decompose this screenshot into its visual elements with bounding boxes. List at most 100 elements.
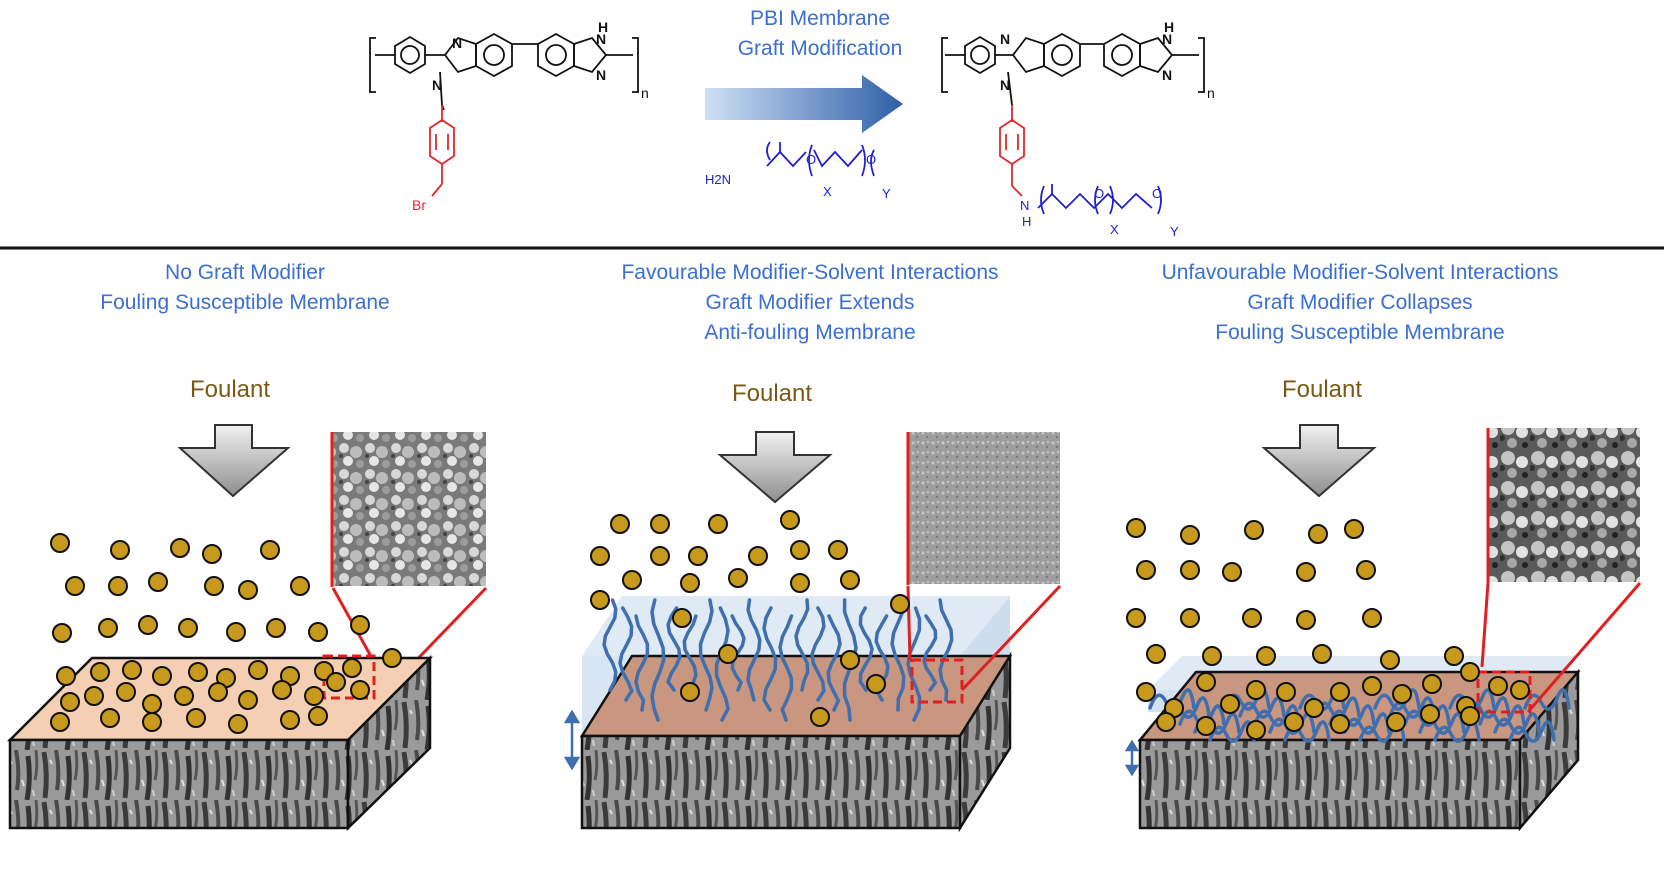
panel-3-particle — [1196, 716, 1216, 736]
panel-2-particle — [728, 568, 748, 588]
panel-1-particle — [350, 680, 370, 700]
chem-h-label-3: H — [1022, 214, 1031, 229]
chem-br-label: Br — [412, 197, 426, 213]
panel-3-particle — [1126, 608, 1146, 628]
panel-2-polymer-chain — [618, 606, 634, 702]
panel-1-particle — [174, 686, 194, 706]
panel-3-particle — [1180, 608, 1200, 628]
chem-n-label-5: N — [1000, 31, 1010, 47]
panel-2-caption-line-2: Graft Modifier Extends — [705, 291, 915, 314]
panel-3-polymer-chain — [1373, 688, 1421, 711]
panel-1-particle — [138, 615, 158, 635]
panel-3-caption-line-1: Unfavourable Modifier-Solvent Interactio… — [1161, 261, 1559, 284]
panel-2-particle — [810, 707, 830, 727]
pbi-monomer-left — [369, 32, 639, 111]
panel-2-particle — [840, 570, 860, 590]
panel-1-particle — [208, 682, 228, 702]
panel-2-particle — [828, 540, 848, 560]
panel-2-polymer-chain — [666, 606, 682, 692]
panel-3-particle — [1284, 712, 1304, 732]
panel-3-particle — [1304, 698, 1324, 718]
panel-3-sem-image — [1488, 428, 1640, 582]
panel-3-highlight-box — [1476, 670, 1532, 714]
chem-n-label-3: N — [596, 31, 606, 47]
panel-3-particle — [1246, 720, 1266, 740]
panel-3-particle — [1362, 608, 1382, 628]
panel-2-particle — [610, 514, 630, 534]
panel-2-particle — [650, 546, 670, 566]
chem-n-label-7: N — [1162, 31, 1172, 47]
benzo-ring-1 — [475, 32, 513, 78]
panel-2-particle — [790, 573, 810, 593]
panel-2-particle — [708, 514, 728, 534]
panel-1-particle — [142, 712, 162, 732]
panel-3-particle — [1222, 562, 1242, 582]
panel-1-membrane-front — [8, 738, 350, 830]
panel-3-particle — [1510, 680, 1530, 700]
panel-1-particle — [204, 576, 224, 596]
panel-1-caption-line-2: Fouling Susceptible Membrane — [100, 291, 390, 314]
chem-n-label-8: N — [1162, 67, 1172, 83]
panel-3-particle — [1330, 682, 1350, 702]
panel-2-polymer-chain — [714, 606, 730, 722]
panel-2-polymer-chain — [746, 598, 762, 702]
phenyl-ring — [394, 35, 426, 75]
panel-3-particle — [1136, 682, 1156, 702]
chem-h-label-1: H — [598, 19, 608, 35]
panel-2-polymer-chain — [890, 598, 906, 712]
panel-2-polymer-chain — [762, 606, 778, 712]
panel-1-caption-line-1: No Graft Modifier — [165, 261, 325, 284]
panel-2-polymer-chain — [698, 598, 714, 712]
panel-1-particle — [90, 662, 110, 682]
panel-3-particle — [1180, 560, 1200, 580]
panel-3-particle — [1244, 520, 1264, 540]
chem-n-label-4: N — [596, 67, 606, 83]
panel-2-particle — [680, 573, 700, 593]
panel-2-particle — [718, 644, 738, 664]
chem-x-label-2: X — [1110, 222, 1119, 237]
panel-1-particle — [116, 682, 136, 702]
panel-3-particle — [1126, 518, 1146, 538]
panel-1-particle — [152, 666, 172, 686]
panel-3-polymer-chain — [1508, 720, 1556, 743]
panel-3-particle — [1362, 676, 1382, 696]
chem-o-label-3: O — [1094, 186, 1104, 201]
chem-y-label-2: Y — [1170, 224, 1179, 239]
panel-2-polymer-chain — [810, 606, 826, 702]
chem-subscript-n-right: n — [1207, 85, 1215, 101]
panel-2-foulant-particles — [590, 510, 910, 727]
chem-n-label-1: N — [432, 77, 442, 93]
panel-2-polymer-chain — [634, 614, 650, 712]
panel-1-particle — [56, 666, 76, 686]
panel-2-foulant-arrow — [717, 431, 833, 504]
panel-2-particle — [866, 674, 886, 694]
panel-3-particle — [1220, 694, 1240, 714]
panel-2-caption: Favourable Modifier-Solvent Interactions… — [555, 258, 1065, 348]
panel-1-particle — [342, 658, 362, 678]
panel-1 — [6, 424, 488, 831]
panel-3-particle — [1256, 646, 1276, 666]
panel-2-particle — [672, 608, 692, 628]
chem-n-label-6: N — [1000, 77, 1010, 93]
panel-2-polymer-chain — [602, 598, 618, 692]
panel-1-particle — [238, 690, 258, 710]
panel-1-particle — [202, 544, 222, 564]
panel-1-particle — [238, 580, 258, 600]
chem-nh-label: N — [1020, 198, 1029, 213]
panel-2-particle — [590, 590, 610, 610]
chem-h-label-2: H — [1164, 19, 1174, 35]
panel-2-caption-line-1: Favourable Modifier-Solvent Interactions — [621, 261, 999, 284]
benzyl-bromide-group — [429, 105, 455, 197]
panel-1-particle — [248, 660, 268, 680]
panel-1-particle — [308, 622, 328, 642]
panel-2-height-indicator — [563, 709, 581, 771]
panel-3-particle — [1296, 562, 1316, 582]
panel-1-foulant-label: Foulant — [189, 376, 271, 403]
panel-3-height-indicator — [1124, 739, 1140, 777]
chem-subscript-n-left: n — [641, 85, 649, 101]
panel-3-zoom-line — [1480, 582, 1490, 668]
panel-3-membrane-front — [1138, 738, 1522, 830]
panel-2-foulant-label: Foulant — [731, 380, 813, 407]
panel-1-particle — [122, 660, 142, 680]
panel-1-particle — [228, 714, 248, 734]
